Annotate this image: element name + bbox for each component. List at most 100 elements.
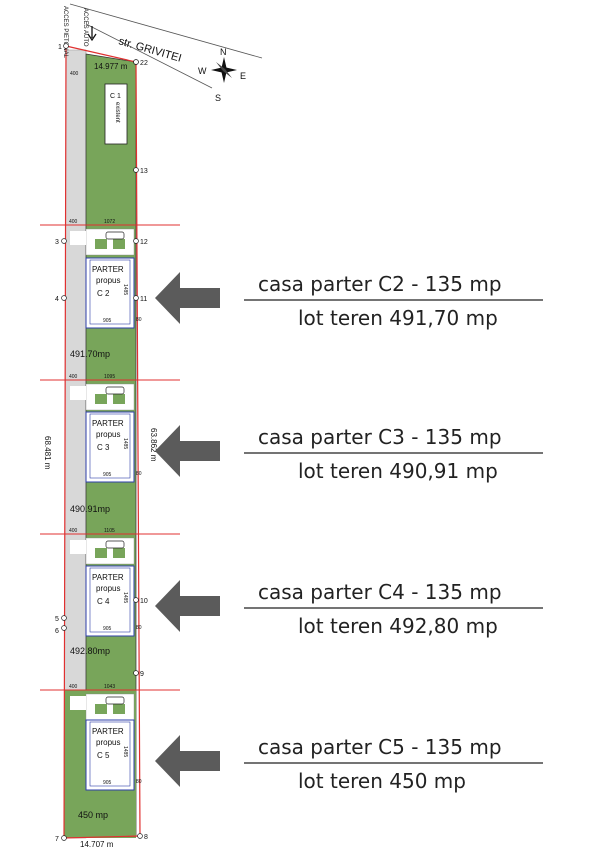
compass-e: E [240,71,246,81]
car-icon [105,386,125,395]
caption-lot-2: casa parter C2 - 135 mp lot teren 491,70 … [155,272,543,330]
car-icon [105,696,125,705]
boundary-point-label: 11 [140,296,147,303]
caption-house-text: casa parter C5 - 135 mp [258,735,502,759]
house-depth-dimension: 1485 [122,592,128,603]
boundary-point-label: 1 [58,44,62,51]
strip-width-dimension: 400 [69,528,78,534]
boundary-point-marker [137,833,143,839]
existing-building-sublabel: existent [114,102,120,123]
boundary-point-label: 5 [55,616,59,623]
lot-area-label: 450 mp [78,810,108,820]
garden-patch [113,394,125,404]
house-width-dimension: 905 [103,472,112,478]
garden-patch [95,704,107,714]
boundary-point-label: 10 [140,598,148,605]
house-depth-dimension: 1485 [122,746,128,757]
boundary-point-marker [133,295,139,301]
garden-patch [95,239,107,249]
house-status-label: propus [96,584,120,593]
road-access-pad [70,540,86,554]
strip-width-dimension: 400 [69,374,78,380]
house-inner-outline [89,721,131,787]
house-status-label: propus [96,276,120,285]
right-length-dimension: 63.862 m [149,428,158,462]
caption-lot-text: lot teren 490,91 mp [298,459,498,483]
road-access-pad [70,231,86,245]
boundary-point-label: 2 [140,60,144,67]
car-icon [105,231,125,240]
strip-width-dimension: 400 [69,684,78,690]
boundary-point-label: 12 [140,239,148,246]
boundary-point-marker [133,670,139,676]
existing-building-label: C 1 [110,93,121,100]
strip-width-dimension: 400 [69,219,78,225]
setback-dimension: 80 [136,471,142,477]
caption-lot-text: lot teren 491,70 mp [298,306,498,330]
house-inner-outline [89,567,131,633]
lot-captions: casa parter C2 - 135 mp lot teren 491,70 … [155,272,543,793]
boundary-point-marker [133,238,139,244]
house-footprint [85,565,135,637]
house-footprint [85,257,135,329]
garden-patch [113,704,125,714]
compass-w: W [198,66,207,76]
setback-dimension: 80 [136,317,142,323]
pointer-arrow-icon [155,580,220,632]
street-edge-line-2 [85,23,213,89]
house-code-label: C 2 [97,289,110,298]
lot-frontage-dimension: 1043 [104,684,115,690]
garden-patch [95,394,107,404]
house-inner-outline [89,413,131,479]
pointer-arrow-icon [155,735,220,787]
access-arrow-icon [87,26,97,42]
house-width-dimension: 905 [103,626,112,632]
left-length-dimension: 68.481 m [43,436,52,470]
boundary-point-marker [61,615,67,621]
caption-lot-5: casa parter C5 - 135 mp lot teren 450 mp [155,735,543,793]
caption-house-text: casa parter C3 - 135 mp [258,425,502,449]
street-edge-line [69,3,263,59]
pointer-arrow-icon [155,272,220,324]
boundary-point-label: 2 [144,60,148,67]
boundary-point-marker [61,835,67,841]
setback-dimension: 80 [136,625,142,631]
compass-n: N [220,47,227,57]
access-pedestrian-label: ACCES PIETONAL [62,6,68,59]
top-width-dimension: 14.977 m [94,62,128,71]
house-footprint [85,411,135,483]
setback-dimension: 80 [136,779,142,785]
boundary-point-label: 9 [140,671,144,678]
house-code-label: C 4 [97,597,110,606]
lot-area-label: 492.80mp [70,646,110,656]
house-code-label: C 5 [97,751,110,760]
caption-lot-3: casa parter C3 - 135 mp lot teren 490,91 … [155,425,543,483]
boundary-point-marker [61,295,67,301]
house-status-label: propus [96,430,120,439]
house-code-label: C 3 [97,443,110,452]
house-width-dimension: 905 [103,780,112,786]
boundary-point-marker [61,625,67,631]
lot-area-label: 490.91mp [70,504,110,514]
caption-house-text: casa parter C2 - 135 mp [258,272,502,296]
boundary-point-label: 8 [144,834,148,841]
boundary-point-marker [133,597,139,603]
garden-patch [113,548,125,558]
caption-lot-text: lot teren 450 mp [298,769,466,793]
house-level-label: PARTER [92,265,124,274]
boundary-point-label: 3 [55,239,59,246]
house-footprint [85,719,135,791]
lot-frontage-dimension: 1095 [104,374,115,380]
boundary-point-label: 13 [140,168,148,175]
house-inner-outline [89,259,131,325]
boundary-point-label: 6 [55,628,59,635]
pointer-arrow-icon [155,425,220,477]
house-width-dimension: 905 [103,318,112,324]
house-level-label: PARTER [92,419,124,428]
